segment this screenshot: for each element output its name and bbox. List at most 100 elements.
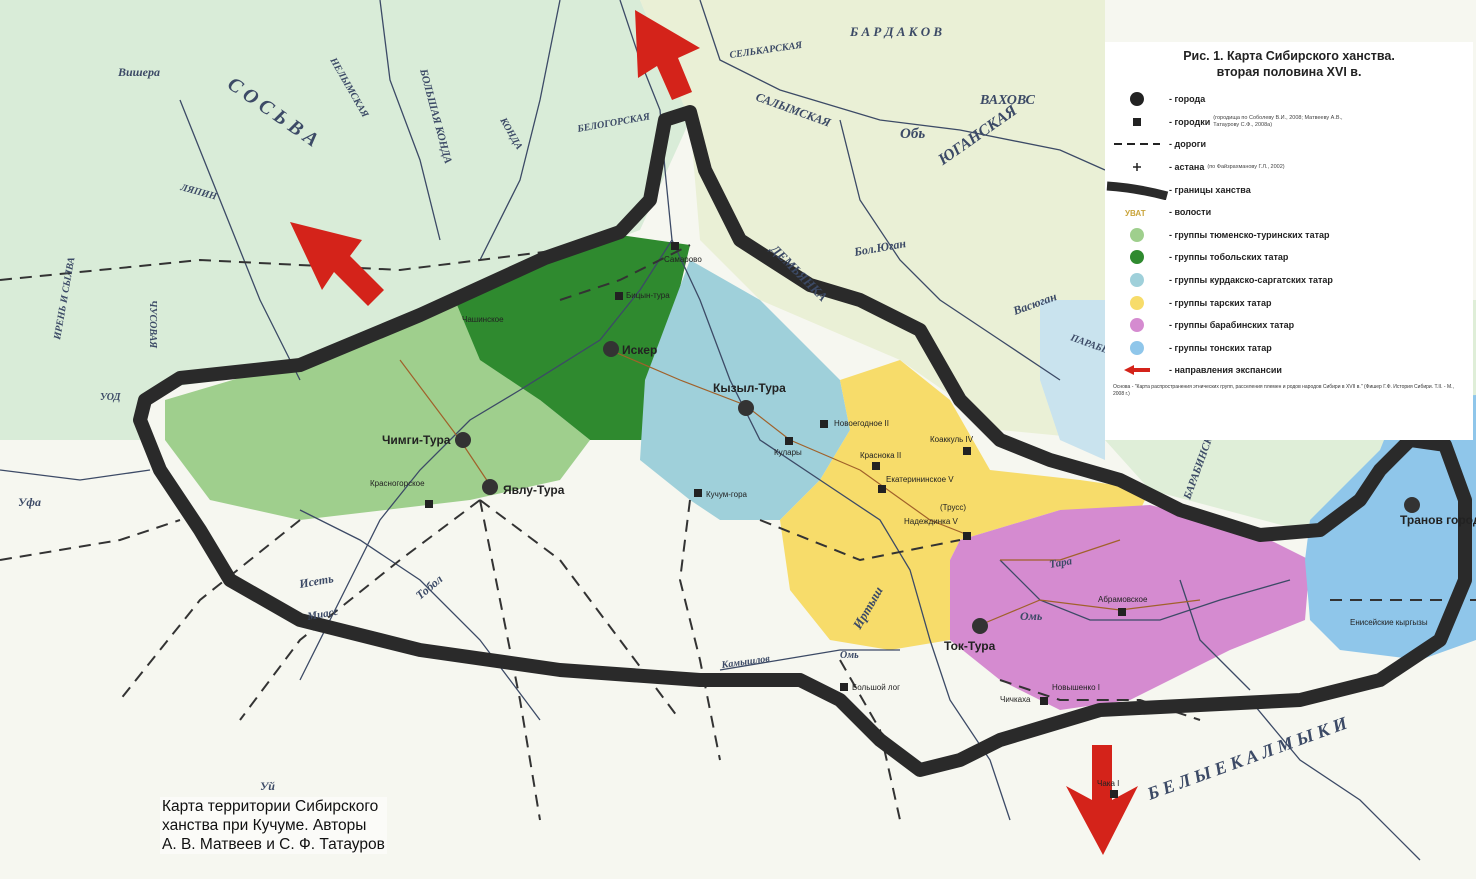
label-novyshenko: Новышенко I [1052, 683, 1100, 692]
baraba-swatch-icon [1105, 317, 1169, 333]
astana-symbol-icon [1105, 162, 1169, 172]
legend-label: - группы тонских татар [1169, 342, 1272, 353]
city-marker-chimgi-tura [455, 432, 471, 448]
legend-item-tobolsk: - группы тобольских татар [1105, 246, 1473, 269]
tom-tatars-area [1305, 395, 1476, 660]
region-uod: УОД [100, 392, 122, 403]
label-chacha: Чака I [1097, 779, 1119, 788]
kurdak-swatch-icon [1105, 272, 1169, 288]
legend-label: - группы барабинских татар [1169, 320, 1295, 331]
label-kyzyl-tura: Кызыл-Тура [713, 381, 786, 395]
arrow-left-icon [1105, 364, 1169, 376]
region-ui: Уй [260, 779, 275, 793]
tom-swatch-icon [1105, 340, 1169, 356]
label-kizyl-tura-n: Бицын-тура [626, 291, 670, 300]
legend-item-astana: - астана (по Файзрахманову Г.Л., 2002) [1105, 156, 1473, 179]
legend-title-line1: Рис. 1. Карта Сибирского ханства. [1183, 49, 1395, 63]
legend-label: - города [1169, 94, 1206, 105]
legend-item-roads: - дороги [1105, 133, 1473, 156]
region-tara: Тара [1048, 555, 1073, 571]
legend-label: - группы тарских татар [1169, 297, 1272, 308]
region-om: Омь [1020, 609, 1043, 623]
region-ufa: Уфа [18, 495, 41, 509]
region-om2: Омь [840, 650, 859, 661]
baraba-tatars-area [950, 505, 1310, 710]
label-tok-tura: Ток-Тура [944, 639, 996, 653]
north-taiga-zone [640, 0, 1105, 440]
legend-title-line2: вторая половина XVI в. [1216, 65, 1362, 79]
caption-line1: Карта территории Сибирского [162, 798, 379, 815]
tobolsk-tatars-area [455, 235, 690, 440]
region-chusovaya: ЧУСОВАЯ [147, 300, 158, 349]
label-samarovo: Самарово [664, 255, 702, 264]
legend-item-kurdak: - группы курдакско-саргатских татар [1105, 269, 1473, 292]
arrow-north [635, 10, 700, 100]
legend-label: - группы тобольских татар [1169, 252, 1289, 263]
legend-label: - группы тюменско-туринских татар [1169, 229, 1330, 240]
legend-item-volosti: УВАТ - волости [1105, 201, 1473, 224]
volost-symbol-icon: УВАТ [1105, 207, 1169, 217]
legend-item-tom: - группы тонских татар [1105, 337, 1473, 360]
region-ob: Обь [900, 126, 925, 142]
legend-item-towns: - городки (городища по Соболеву В.И., 20… [1105, 111, 1473, 134]
legend-label: - дороги [1169, 139, 1206, 150]
parabel-zone [1040, 300, 1105, 460]
label-trus: (Трусс) [940, 503, 966, 512]
city-marker-yavlu-tura [482, 479, 498, 495]
label-kupary: Кулары [774, 448, 802, 457]
border-symbol-icon [1105, 180, 1169, 200]
road-symbol-icon [1105, 139, 1169, 149]
legend-source: Основа - "Карта распространения этническ… [1113, 383, 1454, 397]
city-marker-kyzyl-tura [738, 400, 754, 416]
legend-note: (городища по Соболеву В.И., 2008; Матвее… [1213, 114, 1343, 128]
region-bardakov: Б А Р Д А К О В [849, 24, 942, 39]
tobolsk-swatch-icon [1105, 249, 1169, 265]
town-symbol-icon [1105, 117, 1169, 127]
legend-label: - волости [1169, 207, 1212, 218]
tara-swatch-icon [1105, 295, 1169, 311]
label-yavlu-tura: Явлу-Тура [503, 483, 565, 497]
label-eniseiskie: Енисейские кыргызы [1350, 618, 1428, 627]
label-ekaterininskoe: Екатерининское V [886, 475, 954, 484]
image-caption: Карта территории Сибирского ханства при … [160, 797, 387, 854]
city-marker-tranov [1404, 497, 1420, 513]
label-iskar: Искер [622, 343, 657, 357]
region-miass: Миасс [305, 606, 339, 623]
region-vishera: Вишера [117, 65, 160, 79]
legend-label: - астана [1169, 162, 1205, 173]
label-chichka: Чичкаха [1000, 695, 1031, 704]
tara-tatars-area [780, 360, 1150, 650]
town-markers [425, 242, 1126, 798]
label-bolshoy-log: Большой лог [852, 683, 900, 692]
caption-line2: ханства при Кучуме. Авторы [162, 817, 367, 834]
svg-text:УВАТ: УВАТ [1125, 209, 1146, 217]
label-novoegodnoe: Новоегодное II [834, 419, 889, 428]
northwest-forest-zone [0, 0, 690, 440]
label-nadezhdinka: Надеждинка V [904, 517, 959, 526]
region-vakhovs: ВАХОВС [979, 93, 1036, 108]
caption-line3: А. В. Матвеев и С. Ф. Татауров [162, 836, 385, 853]
legend-label: - направления экспансии [1169, 365, 1282, 376]
label-kuchum-gora: Кучум-гора [706, 490, 748, 499]
arrow-northwest [290, 222, 384, 306]
legend-label: - границы ханства [1169, 184, 1251, 195]
arrow-south [1066, 745, 1138, 855]
label-chimgi-tura: Чимги-Тура [382, 433, 451, 447]
legend-item-tyumen: - группы тюменско-туринских татар [1105, 224, 1473, 247]
rivers [0, 0, 1421, 861]
region-isset: Исеть [297, 571, 335, 591]
legend-label: - городки [1169, 116, 1211, 127]
legend-item-baraba: - группы барабинских татар [1105, 314, 1473, 337]
legend-item-expansion: - направления экспансии [1105, 359, 1473, 382]
legend-label: - группы курдакско-саргатских татар [1169, 275, 1333, 286]
khanate-border [133, 105, 1472, 777]
legend-item-tara: - группы тарских татар [1105, 291, 1473, 314]
roads [0, 244, 1476, 821]
city-marker-iskar [603, 341, 619, 357]
kurdak-sargat-tatars-area [640, 260, 850, 520]
legend-title: Рис. 1. Карта Сибирского ханства. вторая… [1105, 48, 1473, 80]
city-marker-tok-tura [972, 618, 988, 634]
legend-item-border: - границы ханства [1105, 178, 1473, 201]
legend-note: (по Файзрахманову Г.Л., 2002) [1207, 164, 1285, 171]
label-krasnogorskoe: Красногорское [370, 479, 425, 488]
